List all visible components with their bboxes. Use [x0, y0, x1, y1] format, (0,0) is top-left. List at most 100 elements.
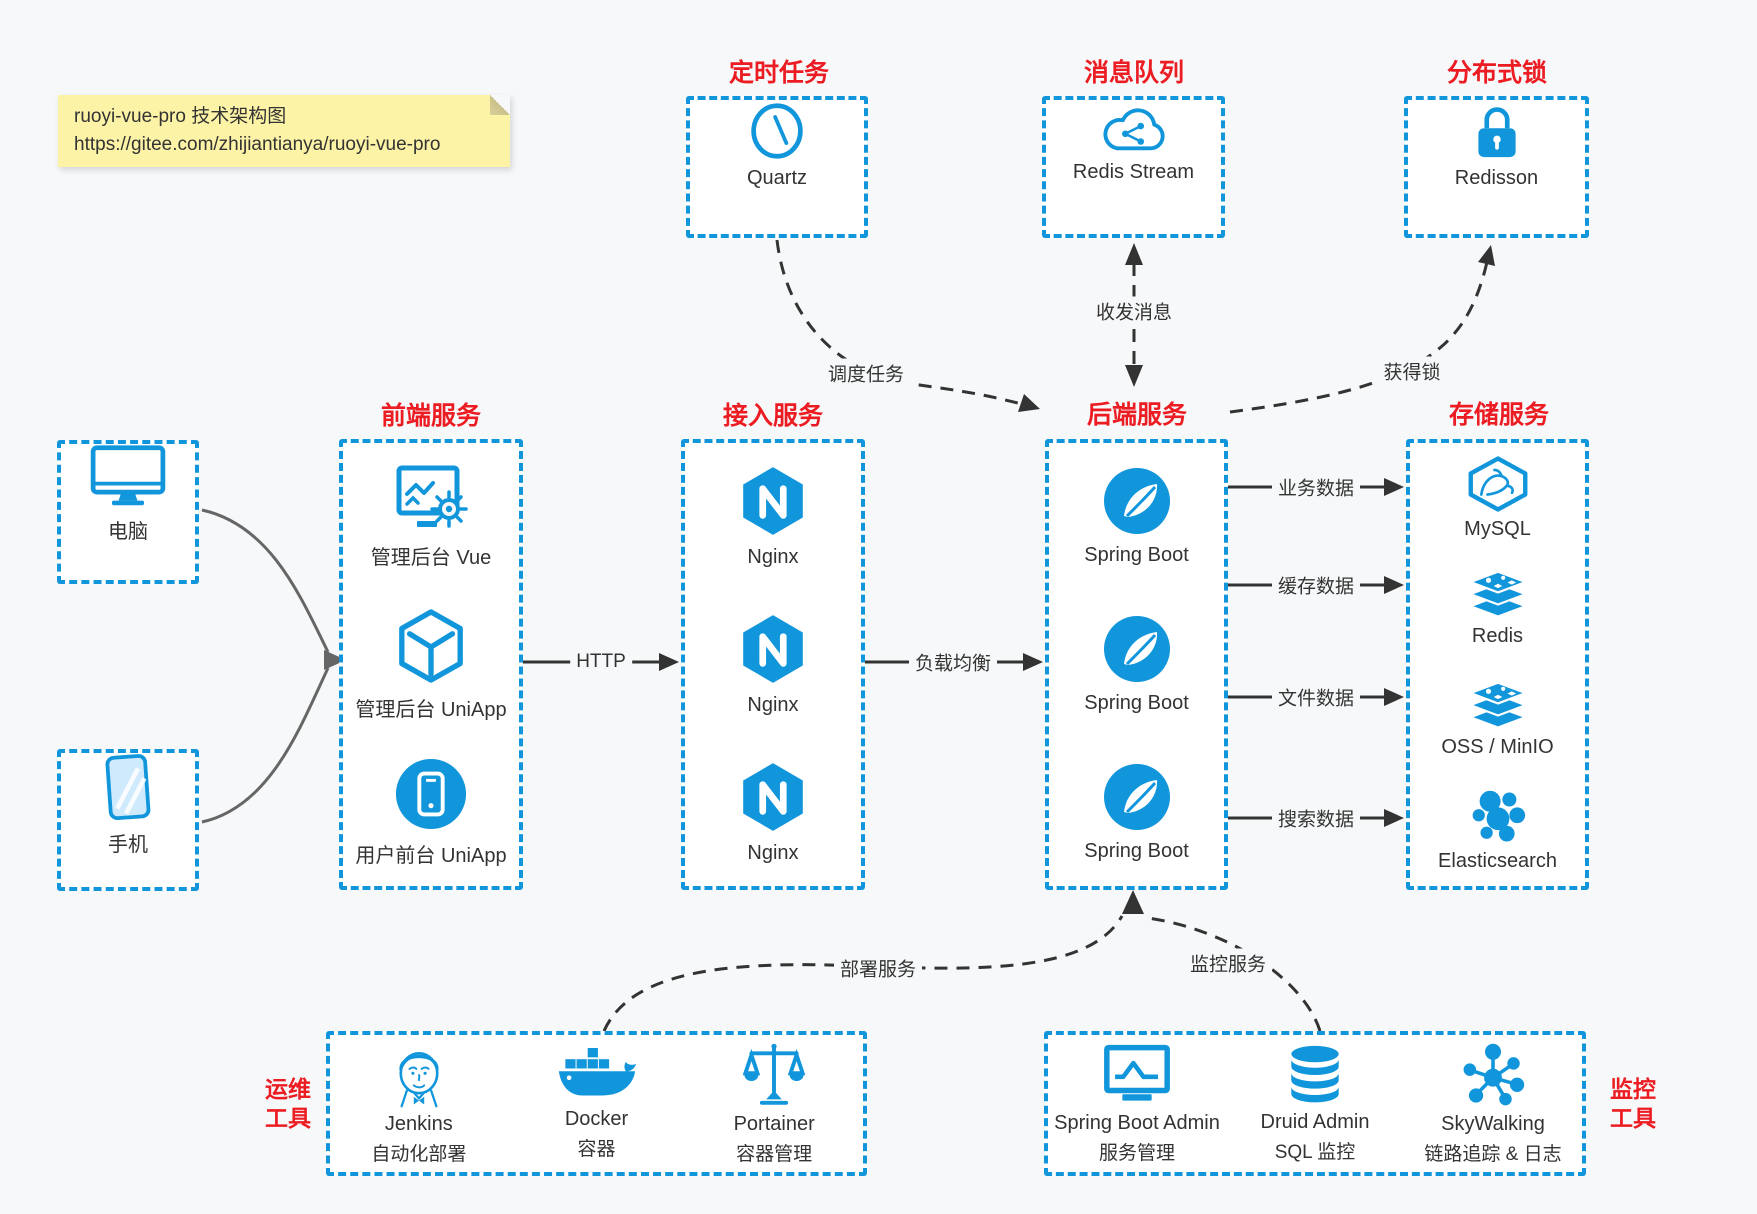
arrowhead-loadbalance [1023, 653, 1043, 671]
monitoring-side-label: 监控 工具 [1610, 1075, 1656, 1133]
monitoring-side-line2: 工具 [1610, 1105, 1656, 1131]
gateway-item-label: Nginx [747, 546, 799, 569]
ops-item-jenkins: Jenkins 自动化部署 [330, 1035, 508, 1172]
frontend-item-user-uniapp: 用户前台 UniApp [343, 738, 519, 886]
gateway-item-label: Nginx [747, 694, 799, 716]
ops-item-desc: 容器 [577, 1138, 616, 1160]
mq-title: 消息队列 [1083, 59, 1185, 87]
spring-leaf-icon [1103, 616, 1170, 682]
computer-box: 电脑 [57, 440, 199, 584]
storage-stack-icon [1466, 681, 1529, 729]
phone-item: 手机 [61, 753, 195, 857]
backend-item-label: Spring Boot [1084, 839, 1189, 862]
storage-item-elasticsearch: Elasticsearch [1410, 775, 1585, 886]
frontend-item-admin-vue: 管理后台 Vue [343, 443, 519, 591]
mq-item: Redis Stream [1046, 100, 1221, 184]
edge-label-message: 收发消息 [1089, 296, 1179, 326]
edge-label-loadbalance: 负载均衡 [908, 647, 998, 677]
nginx-icon [743, 467, 803, 536]
docker-whale-icon [558, 1047, 636, 1095]
arrowhead-search-data [1384, 809, 1404, 827]
sticky-note: ruoyi-vue-pro 技术架构图 https://gitee.com/zh… [58, 95, 510, 167]
ops-item-desc: 自动化部署 [371, 1143, 467, 1165]
edge-label-http: HTTP [570, 650, 632, 674]
gateway-item-nginx-2: Nginx [685, 591, 861, 739]
scheduler-title: 定时任务 [728, 59, 830, 87]
monitoring-item-desc: 链路追踪 & 日志 [1424, 1143, 1562, 1165]
arrowhead-message-down [1125, 365, 1143, 387]
padlock-icon [1477, 107, 1516, 158]
spring-leaf-icon [1103, 763, 1170, 830]
mobile-app-icon [395, 758, 467, 829]
gateway-item-nginx-1: Nginx [685, 443, 861, 591]
admin-vue-icon [396, 465, 468, 529]
scheduler-item: Quartz [690, 100, 864, 190]
gateway-box: Nginx Nginx Nginx [681, 439, 865, 890]
frontend-item-label: 管理后台 UniApp [355, 699, 507, 721]
arrowhead-file-data [1384, 688, 1404, 706]
monitoring-side-line1: 监控 [1610, 1076, 1656, 1102]
clock-icon [751, 103, 803, 159]
phone-item-label: 手机 [108, 834, 148, 856]
storage-item-label: MySQL [1464, 518, 1531, 541]
arrowhead-http [659, 653, 679, 671]
storage-item-label: Redis [1471, 625, 1524, 648]
frontend-item-label: 用户前台 UniApp [355, 844, 507, 867]
monitoring-item-desc: SQL 监控 [1274, 1141, 1356, 1163]
monitoring-item-sba: Spring Boot Admin 服务管理 [1048, 1035, 1226, 1172]
computer-item-label: 电脑 [108, 521, 148, 543]
storage-box: MySQL Redis [1406, 439, 1589, 890]
arrowhead-clients [324, 650, 346, 670]
scheduler-item-label: Quartz [746, 167, 808, 189]
arrowhead-deploy-monitor [1122, 890, 1144, 914]
cloud-stream-icon [1103, 108, 1165, 151]
ops-item-desc: 容器管理 [736, 1143, 813, 1165]
frontend-item-label: 管理后台 Vue [370, 547, 492, 570]
note-url: https://gitee.com/zhijiantianya/ruoyi-vu… [74, 134, 441, 155]
edge-label-monitor: 监控服务 [1183, 948, 1273, 978]
mq-box: Redis Stream [1042, 96, 1225, 238]
ops-item-name: Docker [564, 1107, 629, 1130]
storage-item-label: OSS / MinIO [1441, 735, 1554, 758]
frontend-title: 前端服务 [380, 402, 482, 430]
nginx-icon [743, 615, 803, 683]
topology-icon [1463, 1043, 1525, 1105]
storage-item-label: Elasticsearch [1438, 849, 1557, 872]
gateway-item-label: Nginx [747, 841, 799, 864]
storage-item-redis: Redis [1410, 554, 1585, 665]
spring-leaf-icon [1103, 468, 1170, 535]
mysql-dolphin-icon [1468, 456, 1527, 513]
edge-label-cache-data: 缓存数据 [1271, 570, 1361, 600]
monitoring-item-desc: 服务管理 [1098, 1142, 1175, 1164]
monitor-chart-icon [1104, 1044, 1170, 1101]
note-fold [490, 95, 510, 115]
scales-icon [743, 1043, 806, 1105]
desktop-icon [90, 445, 166, 506]
frontend-item-admin-uniapp: 管理后台 UniApp [343, 591, 519, 739]
lock-item: Redisson [1408, 100, 1585, 190]
ops-item-docker: Docker 容器 [508, 1035, 686, 1172]
backend-item-springboot-3: Spring Boot [1049, 738, 1224, 886]
gateway-item-nginx-3: Nginx [685, 738, 861, 886]
edge-lock-curve [1229, 261, 1489, 414]
storage-item-oss: OSS / MinIO [1410, 665, 1585, 776]
jenkins-icon [399, 1051, 439, 1107]
ops-item-name: Portainer [733, 1112, 815, 1135]
frontend-box: 管理后台 Vue 管理后台 UniApp 用户前台 UniApp [339, 439, 523, 890]
ops-item-name: Jenkins [384, 1112, 453, 1135]
edge-label-schedule: 调度任务 [821, 358, 911, 388]
arrowhead-business-data [1384, 478, 1404, 496]
scheduler-box: Quartz [686, 96, 868, 238]
storage-title: 存储服务 [1448, 401, 1550, 429]
edge-phone-to-frontend [201, 667, 330, 824]
backend-item-label: Spring Boot [1084, 692, 1189, 714]
phone-box: 手机 [57, 749, 199, 891]
arrowhead-cache-data [1384, 576, 1404, 594]
backend-item-springboot-1: Spring Boot [1049, 443, 1224, 591]
edge-deploy-curve [602, 915, 1124, 1032]
mq-item-label: Redis Stream [1072, 161, 1195, 183]
ops-side-label: 运维 工具 [265, 1075, 311, 1133]
ops-box: Jenkins 自动化部署 Docker 容器 [326, 1031, 867, 1176]
backend-title: 后端服务 [1086, 401, 1188, 429]
